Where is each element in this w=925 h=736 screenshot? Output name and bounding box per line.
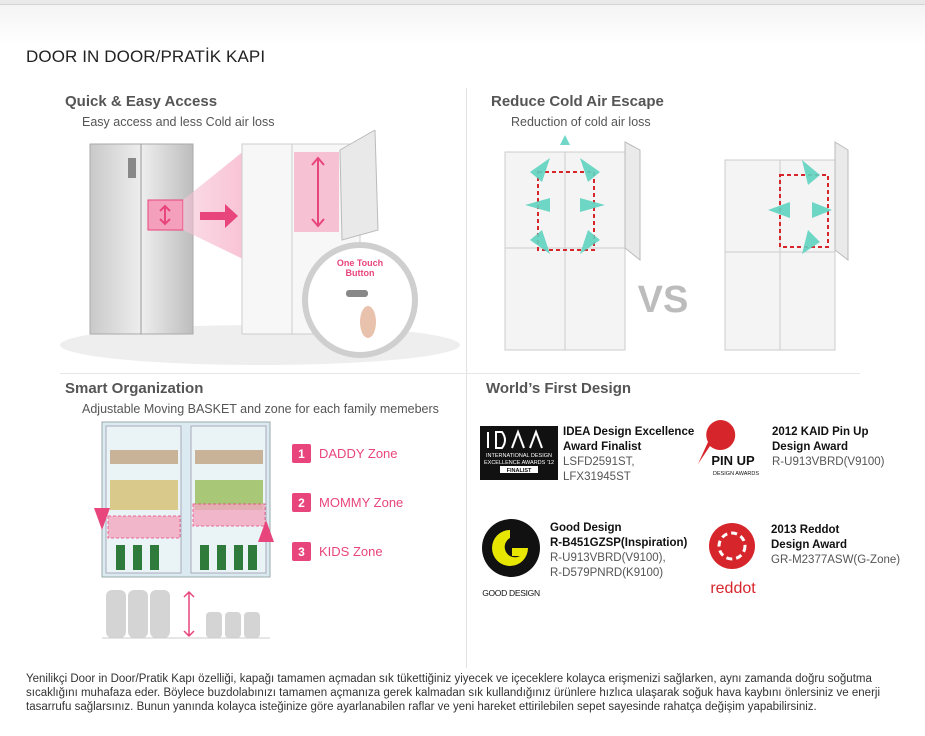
quick-access-illustration: One Touch Button [60, 130, 460, 365]
design-title: World’s First Design [486, 380, 632, 397]
cold-air-title: Reduce Cold Air Escape [491, 93, 664, 110]
section-divider-horizontal [60, 373, 860, 374]
idea-logo-text-1: INTERNATIONAL DESIGN [486, 453, 552, 459]
good-design-logo-text: GOOD DESIGN [482, 588, 540, 598]
fridge-interior-illustration [94, 421, 274, 639]
award-reddot: 2013 Reddot Design Award GR-M2377ASW(G-Z… [771, 523, 900, 568]
award-name: Award Finalist [563, 441, 642, 453]
idea-logo-text-2: EXCELLENCE AWARDS '12 [484, 460, 554, 466]
zone-daddy: 1 DADDY Zone [292, 444, 398, 463]
zone-number: 3 [292, 542, 311, 561]
cold-air-subtitle: Reduction of cold air loss [511, 115, 651, 129]
award-models: LSFD2591ST, [563, 456, 635, 468]
feature-description: Yenilikçi Door in Door/Pratik Kapı özell… [26, 673, 881, 713]
reddot-award-logo: reddot [709, 523, 756, 597]
one-touch-label-1: One Touch [337, 258, 383, 268]
award-idea: IDEA Design Excellence Award Finalist LS… [563, 425, 694, 485]
zone-label: MOMMY Zone [319, 495, 404, 510]
award-models: R-D579PNRD(K9100) [550, 567, 664, 579]
award-models: LFX31945ST [563, 471, 631, 483]
top-bar [0, 0, 925, 5]
award-good-design: Good Design R-B451GZSP(Inspiration) R-U9… [550, 521, 687, 581]
quick-access-title: Quick & Easy Access [65, 93, 218, 110]
cold-air-illustration: VS [504, 135, 849, 351]
reddot-logo-text: reddot [710, 580, 756, 597]
zone-number: 1 [292, 444, 311, 463]
vs-label: VS [638, 279, 689, 321]
pinup-award-logo: PIN UP DESIGN AWARDS [698, 419, 759, 477]
zone-number: 2 [292, 493, 311, 512]
idea-logo-text-3: FINALIST [507, 468, 532, 474]
good-design-logo: GOOD DESIGN [482, 519, 540, 598]
zone-label: DADDY Zone [319, 446, 398, 461]
page-title: DOOR IN DOOR/PRATİK KAPI [26, 47, 266, 66]
award-models: GR-M2377ASW(G-Zone) [771, 554, 901, 566]
one-touch-label-2: Button [346, 268, 375, 278]
zone-kids: 3 KIDS Zone [292, 542, 383, 561]
section-divider-vertical [466, 88, 467, 668]
award-models: R-U913VBRD(V9100) [772, 456, 885, 468]
award-name: IDEA Design Excellence [563, 426, 695, 438]
award-name: R-B451GZSP(Inspiration) [550, 537, 688, 549]
award-kaid: 2012 KAID Pin Up Design Award R-U913VBRD… [772, 425, 885, 470]
award-name: Design Award [772, 441, 849, 453]
top-gradient [0, 5, 925, 45]
pinup-logo-text: PIN UP [711, 453, 755, 468]
smart-org-title: Smart Organization [65, 380, 204, 397]
zone-mommy: 2 MOMMY Zone [292, 493, 403, 512]
award-name: 2013 Reddot [771, 524, 840, 536]
quick-access-subtitle: Easy access and less Cold air loss [82, 115, 275, 129]
award-models: R-U913VBRD(V9100), [550, 552, 666, 564]
zone-label: KIDS Zone [319, 544, 383, 559]
award-name: 2012 KAID Pin Up [772, 426, 869, 438]
award-name: Good Design [550, 522, 622, 534]
pinup-logo-subtext: DESIGN AWARDS [713, 471, 759, 477]
smart-org-subtitle: Adjustable Moving BASKET and zone for ea… [82, 402, 439, 416]
idea-award-logo: INTERNATIONAL DESIGN EXCELLENCE AWARDS '… [480, 426, 558, 480]
award-name: Design Award [771, 539, 848, 551]
